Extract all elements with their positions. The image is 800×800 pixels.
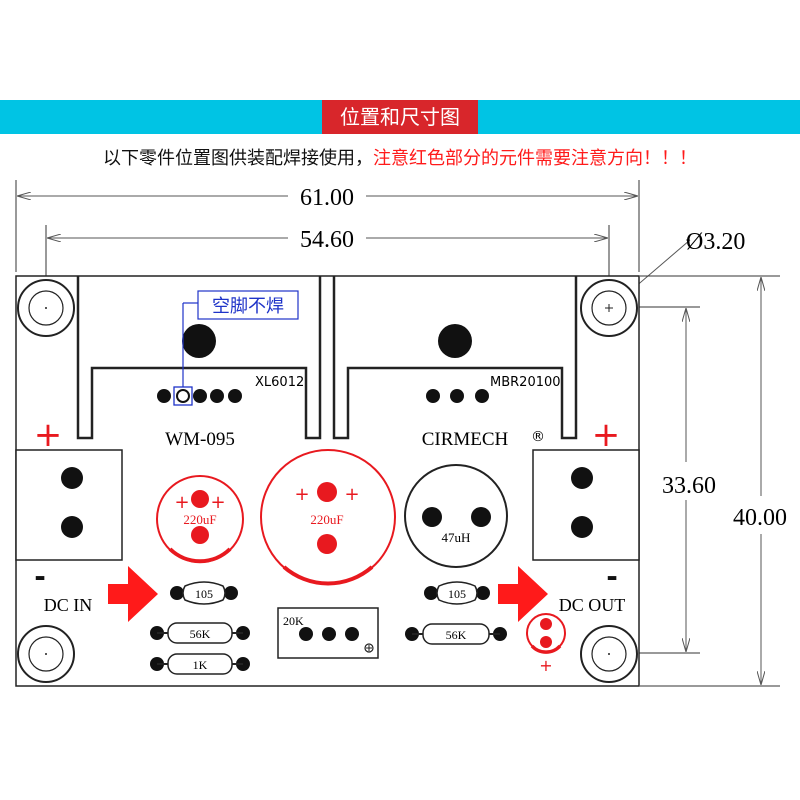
ceramic-cap-right-value: 105 — [448, 587, 466, 601]
ceramic-cap-left-value: 105 — [195, 587, 213, 601]
diode-mbr20100: MBR20100 — [426, 375, 561, 403]
hole-spacing-y-value: 33.60 — [662, 473, 716, 499]
resistor-1k: 1K — [150, 653, 250, 675]
no-solder-label: 空脚不焊 — [212, 296, 284, 317]
dc-out-arrow — [498, 566, 548, 622]
resistor-1k-value: 1K — [193, 658, 208, 672]
input-terminal-block — [15, 449, 123, 561]
resistor-56k-left-value: 56K — [190, 627, 211, 641]
potentiometer-20k: 20K — [277, 607, 379, 659]
dimension-hole-spacing-y: 33.60 — [624, 306, 716, 654]
chip-xl6012: XL6012 — [157, 375, 304, 406]
chip-left-label: XL6012 — [255, 375, 304, 390]
instruction-warning: 注意红色部分的元件需要注意方向！！！ — [373, 148, 697, 169]
no-solder-callout: 空脚不焊 — [182, 290, 299, 387]
capacitor-220uf-large: + + 220uF — [260, 449, 396, 586]
output-plus-sign: + — [592, 415, 621, 455]
overall-height-value: 40.00 — [733, 505, 787, 531]
resistor-56k-left: 56K — [150, 622, 250, 644]
overall-width-value: 61.00 — [300, 185, 354, 211]
inductor-value: 47uH — [442, 530, 471, 545]
mounting-hole-bottom-right — [580, 625, 638, 683]
input-minus-sign: - — [34, 560, 46, 593]
input-plus-sign: + — [34, 415, 63, 455]
resistor-56k-right: 56K — [405, 623, 507, 645]
page-title: 位置和尺寸图 — [322, 100, 478, 134]
mounting-hole-bottom-left — [17, 625, 75, 683]
brand-label: CIRMECH — [422, 429, 509, 450]
dc-out-label: DC OUT — [559, 595, 626, 615]
led-plus-sign: + — [539, 656, 552, 675]
dimension-hole-spacing-x: 54.60 — [45, 225, 610, 298]
mounting-hole-top-right — [580, 279, 638, 337]
registered-mark: ® — [531, 429, 545, 445]
hole-diameter-value: Ø3.20 — [686, 229, 745, 255]
cap-large-plus-right: + — [344, 484, 359, 505]
heatsink-right — [332, 276, 578, 440]
chip-right-label: MBR20100 — [490, 375, 561, 390]
potentiometer-value: 20K — [283, 614, 304, 628]
resistor-56k-right-value: 56K — [446, 628, 467, 642]
mounting-hole-top-left — [17, 279, 75, 337]
instruction-text: 以下零件位置图供装配焊接使用， — [103, 148, 373, 169]
cap-large-plus-left: + — [294, 484, 309, 505]
dimension-overall-height: 40.00 — [640, 275, 787, 687]
inductor-47uh: 47uH — [404, 464, 508, 568]
dimension-overall-width: 61.00 — [15, 180, 640, 272]
output-terminal-block — [532, 449, 640, 561]
cap-small-value: 220uF — [183, 512, 216, 527]
title-banner: 位置和尺寸图 — [0, 100, 800, 134]
output-minus-sign: - — [606, 560, 618, 593]
ceramic-cap-right: 105 — [424, 581, 490, 605]
ceramic-cap-left: 105 — [170, 581, 238, 605]
cap-large-value: 220uF — [310, 512, 343, 527]
capacitor-220uf-small: + + 220uF — [156, 475, 244, 564]
output-led: + — [526, 613, 566, 675]
dc-in-arrow — [108, 566, 158, 622]
cap-small-plus-left: + — [174, 492, 189, 513]
model-label: WM-095 — [165, 429, 235, 450]
dc-in-label: DC IN — [44, 595, 93, 615]
dimension-hole-diameter: Ø3.20 — [619, 229, 745, 301]
assembly-instruction: 以下零件位置图供装配焊接使用，注意红色部分的元件需要注意方向！！！ — [0, 144, 800, 170]
hole-spacing-x-value: 54.60 — [300, 227, 354, 253]
cap-small-plus-right: + — [210, 492, 225, 513]
heatsink-left — [76, 276, 322, 440]
